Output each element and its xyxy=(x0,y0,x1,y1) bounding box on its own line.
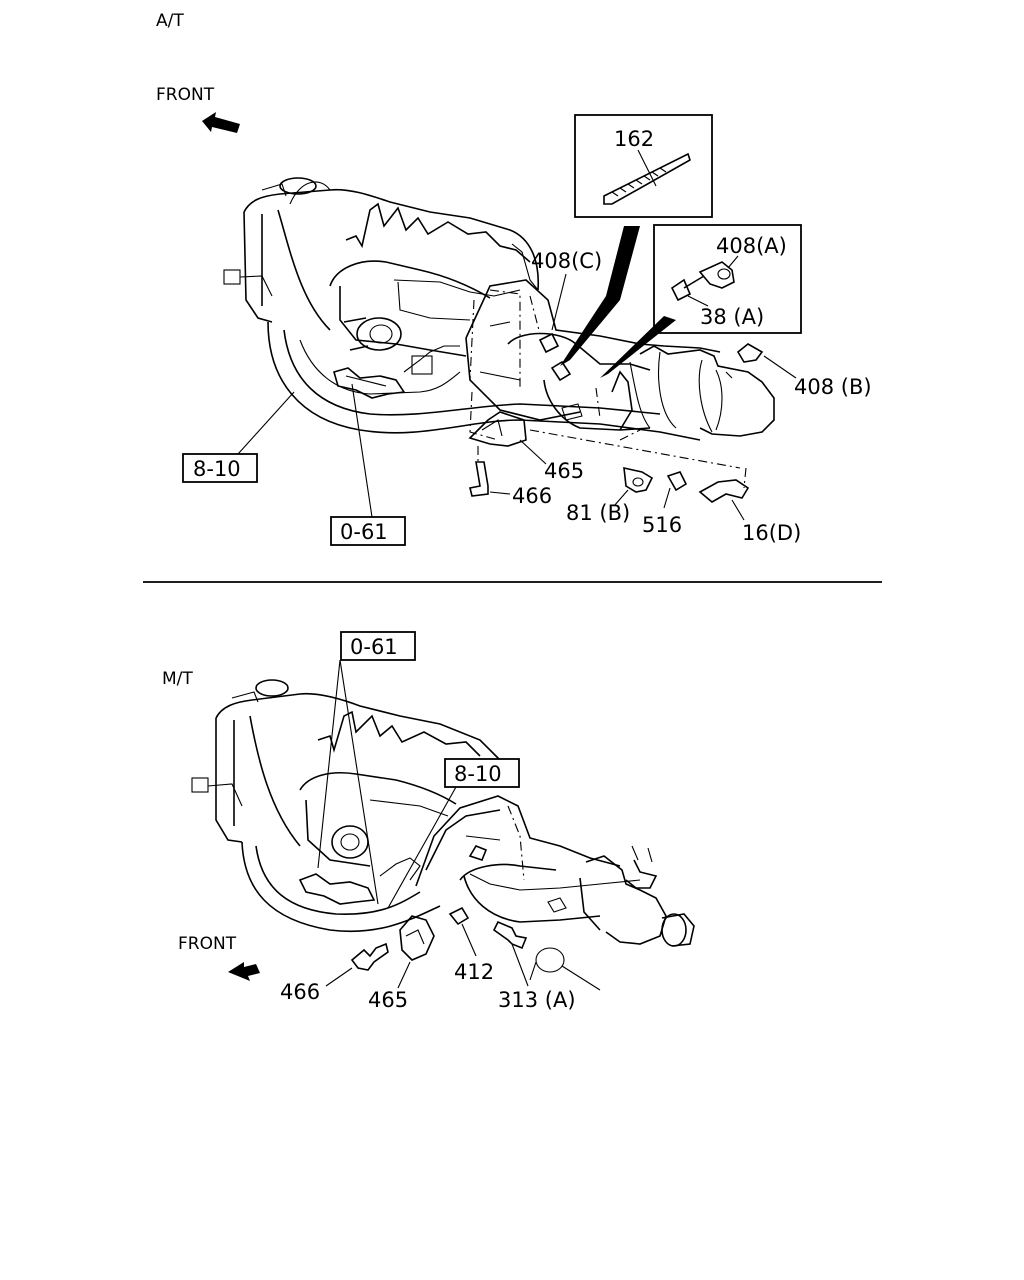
part-label-466: 466 xyxy=(512,484,552,508)
part-label-408a: 408(A) xyxy=(716,234,787,258)
at-front-label: FRONT xyxy=(156,85,215,105)
mt-bracket-465-icon xyxy=(399,915,435,961)
mt-ref-0-61: 0-61 xyxy=(350,635,398,659)
bolt-516-icon xyxy=(666,471,688,492)
part-label-465: 465 xyxy=(544,459,584,483)
clip-408c-icon xyxy=(538,332,560,354)
mt-part-label-466: 466 xyxy=(280,980,320,1004)
mt-transmission-drawing xyxy=(415,795,695,991)
part-label-516: 516 xyxy=(642,513,682,537)
mt-front-arrow-icon xyxy=(228,962,260,981)
at-ref-box-8-10 xyxy=(182,453,258,483)
mt-shift-linkage xyxy=(298,857,421,905)
at-inset-pointer-408a xyxy=(600,316,676,378)
at-section: A/T FRONT xyxy=(156,11,872,546)
mt-bolt-466-icon xyxy=(350,942,389,971)
mt-ref-box-0-61 xyxy=(340,631,416,661)
part-label-81b: 81 (B) xyxy=(566,501,630,525)
at-clip-inset xyxy=(653,224,802,334)
at-bracket-465-icon xyxy=(468,411,527,447)
cable-tie-icon xyxy=(603,152,691,205)
at-bolt-466-icon xyxy=(469,461,489,497)
bolt-313a-icon xyxy=(492,920,528,950)
at-engine-drawing xyxy=(223,177,540,357)
at-shift-linkage xyxy=(333,345,460,399)
at-transmission-drawing xyxy=(465,279,775,489)
part-label-408b: 408 (B) xyxy=(794,375,872,399)
part-label-38a: 38 (A) xyxy=(700,305,764,329)
part-label-162: 162 xyxy=(614,127,654,151)
clip-icon xyxy=(698,261,735,289)
mt-section: M/T xyxy=(162,631,695,1012)
at-variant-label: A/T xyxy=(156,11,184,31)
at-ref-8-10: 8-10 xyxy=(193,457,241,481)
clip-408b-icon xyxy=(736,343,764,363)
mt-ref-8-10: 8-10 xyxy=(454,762,502,786)
mt-ref-box-8-10 xyxy=(444,758,520,788)
clamp-81b-icon xyxy=(623,466,654,493)
mt-part-label-412: 412 xyxy=(454,960,494,984)
bracket-16d-icon xyxy=(698,479,750,503)
at-exhaust-outline xyxy=(267,321,701,441)
at-ref-0-61: 0-61 xyxy=(340,520,388,544)
at-ref-box-0-61 xyxy=(330,516,406,546)
bolt-icon xyxy=(670,278,692,302)
part-label-16d: 16(D) xyxy=(742,521,801,545)
mt-engine-drawing xyxy=(191,679,501,867)
clip-412-icon xyxy=(448,906,470,926)
mt-part-label-465: 465 xyxy=(368,988,408,1012)
mt-front-label: FRONT xyxy=(178,934,237,954)
mt-variant-label: M/T xyxy=(162,669,193,689)
at-inset-pointer-162 xyxy=(560,226,640,366)
at-front-arrow-icon xyxy=(202,112,240,133)
at-cable-tie-inset xyxy=(574,114,713,218)
part-label-408c: 408(C) xyxy=(531,249,602,273)
mt-part-label-313a: 313 (A) xyxy=(498,988,576,1012)
